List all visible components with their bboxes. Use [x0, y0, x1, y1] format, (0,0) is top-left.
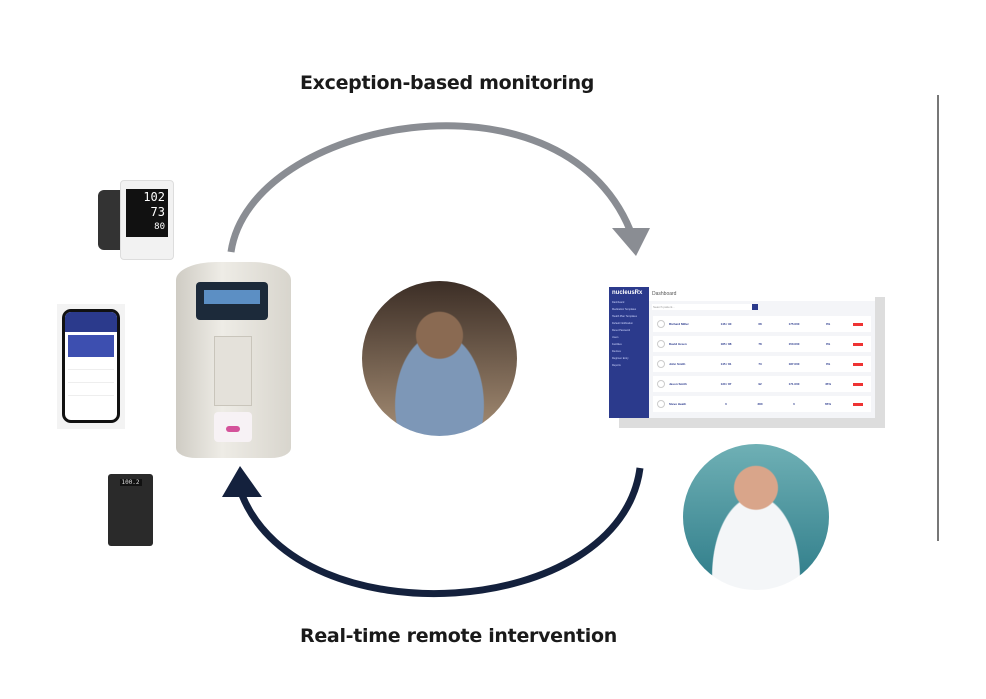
weight: 187.000 — [788, 362, 800, 366]
adherence: 65% — [824, 402, 831, 406]
patient-row[interactable]: David Green 185 / 88 78 150.000 0% — [653, 336, 871, 352]
sidebar-item[interactable]: Reset Password — [612, 329, 631, 332]
top-label: Exception-based monitoring — [300, 72, 595, 94]
avatar — [657, 360, 665, 368]
blood-pressure: 145 / 81 — [720, 362, 732, 366]
sidebar-item[interactable]: Dashboard — [612, 301, 625, 304]
divider — [937, 95, 939, 541]
alert-indicator — [853, 402, 863, 406]
blood-pressure-monitor-image: 102 73 80 — [98, 180, 174, 260]
patient-row[interactable]: Steve Heath 0 280 0 65% — [653, 396, 871, 412]
dashboard-sidebar: nucleusRx Dashboard Medication Templates… — [609, 287, 649, 418]
pulse-reading: 80 — [154, 222, 165, 232]
sidebar-item[interactable]: Medication Templates — [612, 308, 637, 311]
bottom-arrowhead — [222, 466, 262, 497]
patient-name: John Smith — [669, 362, 686, 366]
diastolic-reading: 73 — [150, 205, 165, 219]
heart-rate: 78 — [758, 342, 762, 346]
patient-name: David Green — [669, 342, 687, 346]
weight: 0 — [793, 402, 795, 406]
blood-pressure: 185 / 88 — [720, 342, 732, 346]
top-arrow — [227, 122, 634, 253]
adherence: 45% — [824, 382, 831, 386]
adherence: 0% — [825, 362, 831, 366]
doctor-photo — [683, 444, 829, 590]
patient-row[interactable]: John Smith 145 / 81 73 187.000 0% — [653, 356, 871, 372]
sidebar-item[interactable]: Users — [612, 336, 619, 339]
patient-name: Steve Heath — [669, 402, 687, 406]
adherence: 0% — [825, 322, 831, 326]
sidebar-item[interactable]: Health Plan Templates — [612, 315, 637, 318]
bottom-arrow — [238, 467, 644, 598]
patient-row[interactable]: Richard Miller 146 / 90 68 175.000 0% — [653, 316, 871, 332]
patient-name: Richard Miller — [669, 322, 689, 326]
avatar — [657, 320, 665, 328]
avatar — [657, 400, 665, 408]
dashboard-screenshot: nucleusRx Dashboard Medication Templates… — [609, 287, 875, 418]
alert-indicator — [853, 322, 863, 326]
search-input[interactable]: Search patient... — [652, 304, 752, 310]
blood-pressure: 0 — [725, 402, 727, 406]
alert-indicator — [853, 382, 863, 386]
blood-pressure: 146 / 90 — [720, 322, 732, 326]
weight-scale-image: 100.2 — [108, 474, 153, 546]
blood-pressure: 130 / 87 — [720, 382, 732, 386]
weight: 171.000 — [788, 382, 800, 386]
sidebar-item[interactable]: Default Notification — [612, 322, 633, 325]
top-arrowhead — [612, 228, 650, 256]
heart-rate: 92 — [758, 382, 762, 386]
sidebar-item[interactable]: Facilities — [612, 343, 622, 346]
avatar — [657, 380, 665, 388]
dashboard-title: Dashboard — [649, 287, 875, 301]
alert-indicator — [853, 342, 863, 346]
bottom-label: Real-time remote intervention — [300, 625, 617, 647]
medication-dispenser-image — [176, 262, 291, 458]
search-button[interactable] — [752, 304, 758, 310]
sidebar-item[interactable]: Devices — [612, 350, 621, 353]
systolic-reading: 102 — [143, 190, 165, 204]
adherence: 0% — [825, 342, 831, 346]
heart-rate: 68 — [758, 322, 762, 326]
weight: 150.000 — [788, 342, 800, 346]
patient-photo — [362, 281, 517, 436]
heart-rate: 280 — [757, 402, 763, 406]
patient-name: Jason Smith — [669, 382, 687, 386]
brand-logo: nucleusRx — [612, 290, 643, 296]
smartphone-app-image — [57, 304, 125, 429]
avatar — [657, 340, 665, 348]
sidebar-item[interactable]: Regimen Entry — [612, 357, 629, 360]
sidebar-item[interactable]: Reports — [612, 364, 621, 367]
weight: 175.000 — [788, 322, 800, 326]
heart-rate: 73 — [758, 362, 762, 366]
patient-row[interactable]: Jason Smith 130 / 87 92 171.000 45% — [653, 376, 871, 392]
alert-indicator — [853, 362, 863, 366]
